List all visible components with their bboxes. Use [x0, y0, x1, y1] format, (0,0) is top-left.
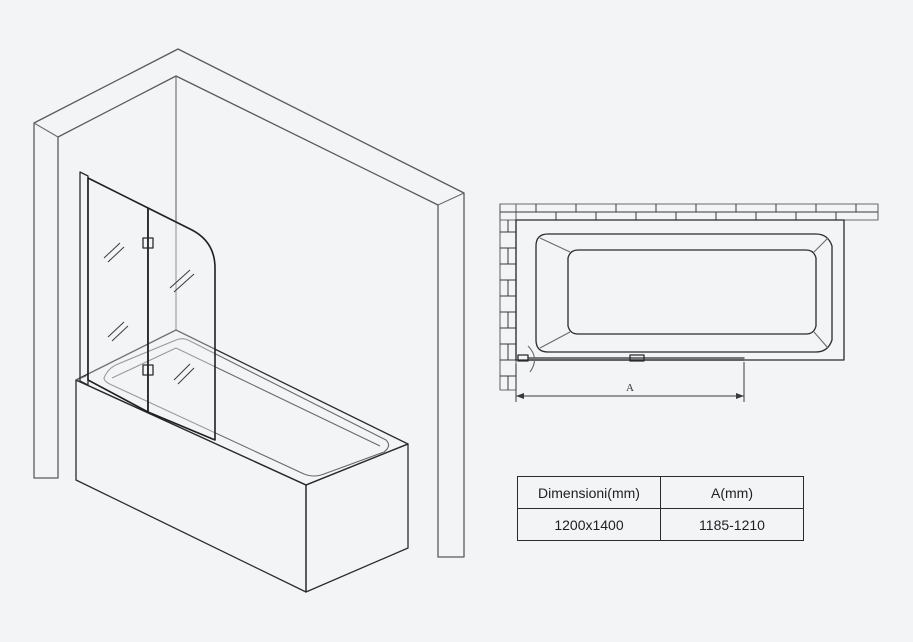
- dimension-a-label: A: [626, 382, 634, 394]
- back-wall: [33, 48, 465, 558]
- isometric-view: [33, 48, 465, 593]
- shower-screen: [79, 171, 216, 441]
- dimensions-table: Dimensioni(mm) A(mm) 1200x1400 1185-1210: [517, 476, 804, 541]
- table-cell: 1185-1210: [660, 508, 804, 541]
- plan-view: A: [499, 203, 879, 402]
- table-header-cell: Dimensioni(mm): [517, 476, 661, 509]
- table-row: 1200x1400 1185-1210: [517, 508, 804, 541]
- table-header-cell: A(mm): [660, 476, 804, 509]
- table-cell: 1200x1400: [517, 508, 661, 541]
- dimension-a: A: [515, 362, 745, 402]
- bathtub: [75, 329, 409, 593]
- brick-wall: [499, 203, 879, 391]
- screen-plan: [517, 345, 745, 373]
- bathtub-plan: [515, 219, 845, 361]
- table-header-row: Dimensioni(mm) A(mm): [517, 476, 804, 509]
